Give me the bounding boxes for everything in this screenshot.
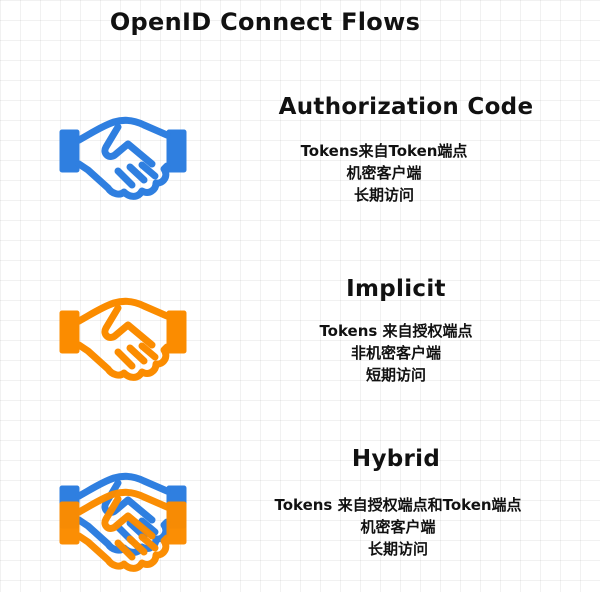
flow-line: 短期访问 [365, 366, 426, 384]
flow-line: 长期访问 [367, 540, 428, 558]
flow-title-implicit: Implicit [346, 276, 446, 302]
flow-line: Tokens 来自授权端点和Token端点 [274, 496, 522, 514]
flow-line: Tokens 来自授权端点 [319, 322, 473, 340]
flow-line: 机密客户端 [360, 518, 436, 536]
flow-description-authorization-code: Tokens来自Token端点 机密客户端 长期访问 [276, 140, 492, 206]
flow-line: 机密客户端 [346, 164, 422, 182]
handshake-icon-hybrid [58, 470, 188, 560]
handshake-icon-blue [58, 114, 188, 204]
flow-description-implicit: Tokens 来自授权端点 非机密客户端 短期访问 [296, 320, 496, 386]
flow-title-authorization-code: Authorization Code [278, 94, 534, 120]
flow-line: Tokens来自Token端点 [300, 142, 468, 160]
handshake-icon-orange [58, 295, 188, 385]
flow-line: 长期访问 [353, 186, 414, 204]
flow-title-hybrid: Hybrid [351, 446, 441, 472]
diagram-title: OpenID Connect Flows [109, 8, 421, 36]
flow-line: 非机密客户端 [350, 344, 441, 362]
flow-description-hybrid: Tokens 来自授权端点和Token端点 机密客户端 长期访问 [250, 494, 546, 560]
